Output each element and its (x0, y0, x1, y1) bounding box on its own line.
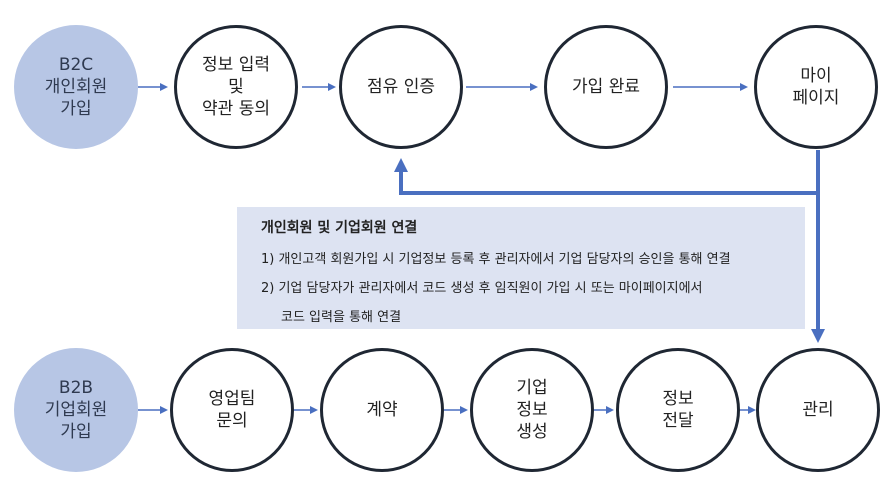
note-line-1: 1) 개인고객 회원가입 시 기업정보 등록 후 관리자에서 기업 담당자의 승… (261, 252, 731, 267)
mypage-node: 마이 페이지 (754, 25, 878, 149)
linking-note-box: 개인회원 및 기업회원 연결 1) 개인고객 회원가입 시 기업정보 등록 후 … (237, 207, 805, 329)
company-create-line3: 생성 (516, 422, 548, 442)
management-node: 관리 (756, 348, 880, 472)
b2b-signup-node: B2B 기업회원 가입 (14, 348, 138, 472)
sales-inquiry-node: 영업팀 문의 (170, 348, 294, 472)
info-agree-line1: 정보 입력 (202, 55, 270, 75)
info-deliver-line2: 전달 (662, 411, 694, 431)
info-deliver-node: 정보 전달 (616, 348, 740, 472)
mypage-line1: 마이 (800, 66, 832, 86)
note-title: 개인회원 및 기업회원 연결 (261, 220, 418, 236)
b2c-label: B2C (58, 55, 94, 75)
signup-complete-node: 가입 완료 (544, 25, 668, 149)
b2c-sublabel-2: 가입 (60, 99, 92, 119)
contract-node: 계약 (320, 348, 444, 472)
note-line-2-cont: 코드 입력을 통해 연결 (281, 310, 402, 325)
b2b-sublabel: 기업회원 (44, 400, 108, 420)
info-agree-node: 정보 입력 및 약관 동의 (174, 25, 298, 149)
info-agree-line2: 및 (228, 77, 244, 97)
b2b-label: B2B (58, 378, 94, 398)
signup-complete-label: 가입 완료 (572, 77, 640, 97)
sales-inquiry-line1: 영업팀 (208, 389, 256, 409)
info-agree-line3: 약관 동의 (202, 99, 270, 119)
ownership-verify-node: 점유 인증 (339, 25, 463, 149)
ownership-verify-label: 점유 인증 (367, 77, 435, 97)
company-create-line1: 기업 (516, 378, 548, 398)
b2c-signup-node: B2C 개인회원 가입 (14, 25, 138, 149)
contract-label: 계약 (366, 400, 398, 420)
b2c-sublabel: 개인회원 (44, 77, 108, 97)
company-create-line2: 정보 (516, 400, 548, 420)
info-deliver-line1: 정보 (662, 389, 694, 409)
sales-inquiry-line2: 문의 (216, 411, 248, 431)
link-arrow-to-verify (394, 158, 820, 195)
b2b-sublabel-2: 가입 (60, 422, 92, 442)
mypage-line2: 페이지 (792, 88, 840, 108)
company-create-node: 기업 정보 생성 (470, 348, 594, 472)
management-label: 관리 (802, 400, 834, 420)
note-line-2: 2) 기업 담당자가 관리자에서 코드 생성 후 임직원이 가입 시 또는 마이… (261, 281, 703, 296)
